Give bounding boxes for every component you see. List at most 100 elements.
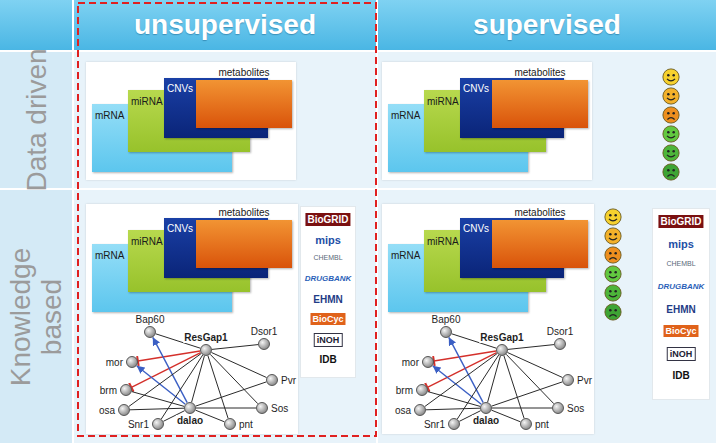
connector-line xyxy=(210,354,258,403)
layer-label: CNVs xyxy=(167,83,193,94)
network-node: Pvr xyxy=(266,374,278,386)
smiley-face xyxy=(663,88,679,104)
node-label: Sos xyxy=(566,403,585,414)
row-header: Data driven xyxy=(0,52,72,188)
connector-line xyxy=(425,354,497,407)
network-node: mor xyxy=(126,356,138,368)
connector-line xyxy=(196,408,256,409)
layer-label: metabolites xyxy=(514,207,565,218)
database-logo: BioCyc xyxy=(310,313,345,325)
connector-line xyxy=(426,408,480,410)
network-node: pnt xyxy=(224,418,236,430)
layer-label: CNVs xyxy=(463,223,489,234)
column-header: supervised xyxy=(378,0,716,50)
database-logo: DRUGBANK xyxy=(658,281,705,292)
connector-line xyxy=(212,345,258,350)
node-label: Bap60 xyxy=(431,314,462,325)
network-node: brm xyxy=(120,384,132,396)
database-logo: IDB xyxy=(672,369,689,382)
database-logo: DRUGBANK xyxy=(305,273,352,284)
row-title: Data driven xyxy=(21,45,52,195)
layer-label: miRNA xyxy=(427,236,459,247)
row-title: Knowledge based xyxy=(5,242,67,392)
connector-line xyxy=(212,353,267,378)
connector-line xyxy=(504,356,524,419)
dashed-highlight xyxy=(78,3,376,436)
data-layer-box: metabolites xyxy=(492,80,588,128)
layer-label: metabolites xyxy=(218,67,269,78)
network-node: Bap60 xyxy=(440,326,452,338)
smiley-face xyxy=(663,69,679,85)
connector-line xyxy=(130,408,184,410)
node-label: osa xyxy=(394,405,412,416)
node-label: mor xyxy=(105,357,124,368)
column-title: unsupervised xyxy=(134,9,316,41)
node-label: pnt xyxy=(534,419,550,430)
database-logo: EHMN xyxy=(313,293,342,306)
connector-line xyxy=(492,382,563,406)
network-node: ResGap1 xyxy=(200,344,212,356)
connector-line xyxy=(506,354,554,403)
connector-line xyxy=(428,392,480,407)
connector-line xyxy=(132,392,184,407)
network-node: Dsor1 xyxy=(258,338,270,350)
network-node: Snr1 xyxy=(152,418,164,430)
network-node: Bap60 xyxy=(144,326,156,338)
node-label: brm xyxy=(99,385,118,396)
network-node: brm xyxy=(416,384,428,396)
connector-line xyxy=(161,355,202,419)
connector-line xyxy=(138,351,200,361)
smiley-face xyxy=(605,228,621,244)
connector-line xyxy=(457,355,498,419)
layer-label: miRNA xyxy=(427,96,459,107)
row-header: Knowledge based xyxy=(0,190,72,443)
node-label: pnt xyxy=(238,419,254,430)
network-node: Sos xyxy=(552,402,564,414)
node-label: Pvr xyxy=(576,375,593,386)
smiley-face xyxy=(605,285,621,301)
smiley-face xyxy=(663,145,679,161)
database-logo: BioGRID xyxy=(658,215,703,228)
network-node: Pvr xyxy=(562,374,574,386)
connector-line xyxy=(508,353,563,378)
node-label: Dsor1 xyxy=(250,326,279,337)
network-node: Snr1 xyxy=(448,418,460,430)
network-node: dalao xyxy=(184,402,196,414)
smiley-face xyxy=(663,107,679,123)
smiley-face xyxy=(663,164,679,180)
layer-label: mRNA xyxy=(391,250,420,261)
database-logos: BioGRIDmipsCHEMBLDRUGBANKEHMNBioCyciNOHI… xyxy=(300,206,356,378)
node-label: dalao xyxy=(176,415,204,426)
connector-line xyxy=(492,408,552,409)
smiley-face xyxy=(663,126,679,142)
corner-cell xyxy=(0,0,72,50)
layer-label: metabolites xyxy=(218,207,269,218)
database-logo: CHEMBL xyxy=(313,253,342,263)
connector-line xyxy=(196,382,267,406)
column-title: supervised xyxy=(473,9,621,41)
node-label: osa xyxy=(98,405,116,416)
smiley-face xyxy=(605,247,621,263)
node-label: Sos xyxy=(270,403,289,414)
layer-label: mRNA xyxy=(95,110,124,121)
data-layer-box: metabolites xyxy=(196,80,292,128)
layer-label: miRNA xyxy=(131,96,163,107)
data-layer-box: metabolites xyxy=(492,220,588,268)
layer-label: metabolites xyxy=(514,67,565,78)
node-label: Bap60 xyxy=(135,314,166,325)
network-node: pnt xyxy=(520,418,532,430)
network-node: mor xyxy=(422,356,434,368)
node-label: Dsor1 xyxy=(546,326,575,337)
smiley-face xyxy=(605,304,621,320)
layer-label: CNVs xyxy=(463,83,489,94)
database-logo: iNOH xyxy=(667,347,696,361)
node-label: brm xyxy=(395,385,414,396)
network-node: dalao xyxy=(480,402,492,414)
database-logo: mips xyxy=(668,237,694,251)
layer-label: mRNA xyxy=(391,110,420,121)
database-logos: BioGRIDmipsCHEMBLDRUGBANKEHMNBioCyciNOHI… xyxy=(652,208,710,400)
node-label: Pvr xyxy=(280,375,297,386)
